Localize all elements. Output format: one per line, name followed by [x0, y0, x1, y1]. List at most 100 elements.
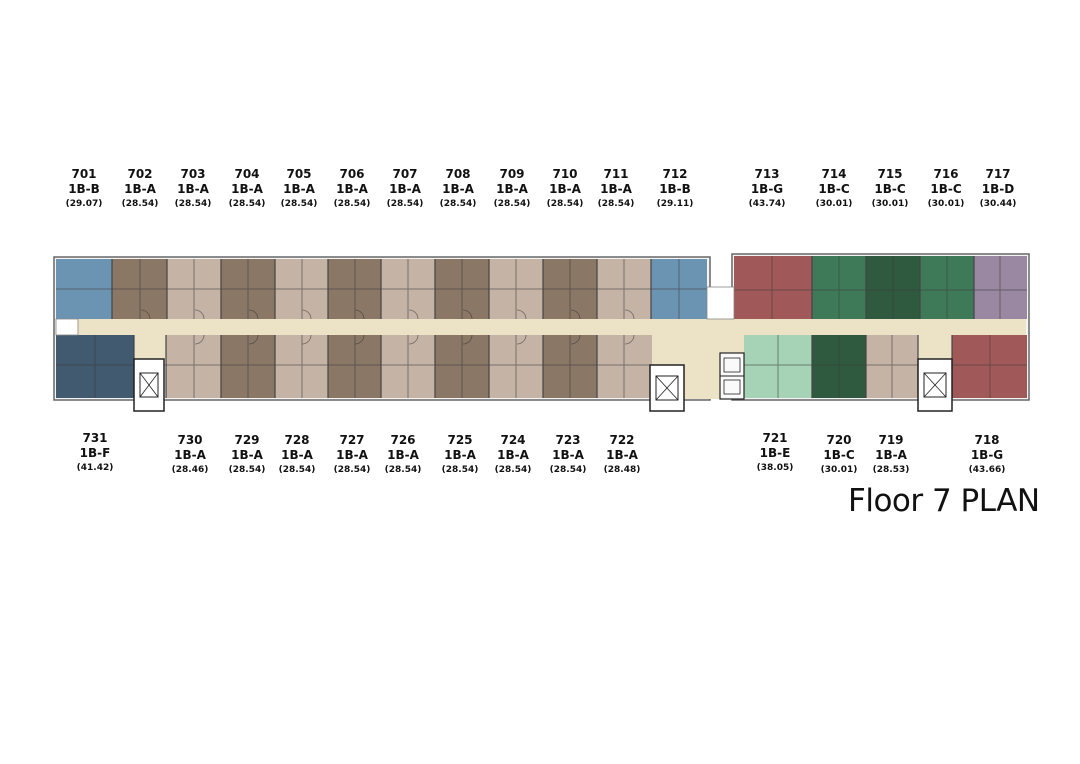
- unit-area: (28.48): [603, 465, 641, 475]
- unit-label-703: 703 1B-A (28.54): [162, 167, 224, 211]
- unit-type: 1B-A: [283, 182, 315, 196]
- unit-number: 720: [826, 433, 852, 447]
- unit-type: 1B-B: [659, 182, 691, 196]
- unit-area: (28.54): [174, 199, 212, 209]
- unit-number: 716: [933, 167, 959, 181]
- elevator-core: [719, 352, 745, 400]
- unit-label-710: 710 1B-A (28.54): [534, 167, 596, 211]
- unit-label-725: 725 1B-A (28.54): [429, 433, 491, 477]
- unit-label-721: 721 1B-E (38.05): [744, 431, 806, 475]
- unit-type: 1B-G: [970, 448, 1004, 462]
- unit-type: 1B-C: [818, 182, 850, 196]
- unit-area: (28.54): [333, 199, 371, 209]
- unit-area: (28.54): [549, 465, 587, 475]
- unit-area: (28.54): [441, 465, 479, 475]
- unit-number: 711: [603, 167, 629, 181]
- unit-type: 1B-A: [389, 182, 421, 196]
- unit-area: (29.07): [65, 199, 103, 209]
- unit-label-724: 724 1B-A (28.54): [482, 433, 544, 477]
- unit-type: 1B-A: [231, 182, 263, 196]
- unit-number: 706: [339, 167, 365, 181]
- plan-title: Floor 7 PLAN: [848, 483, 1040, 519]
- stair-west: [133, 358, 165, 412]
- unit-type: 1B-A: [875, 448, 907, 462]
- unit-label-720: 720 1B-C (30.01): [808, 433, 870, 477]
- unit-area: (38.05): [756, 463, 794, 473]
- unit-area: (28.54): [546, 199, 584, 209]
- unit-label-723: 723 1B-A (28.54): [537, 433, 599, 477]
- unit-number: 726: [390, 433, 416, 447]
- unit-area: (30.01): [871, 199, 909, 209]
- unit-area: (28.54): [121, 199, 159, 209]
- stair-center: [649, 364, 685, 412]
- unit-label-729: 729 1B-A (28.54): [216, 433, 278, 477]
- unit-type: 1B-A: [496, 182, 528, 196]
- corridor-main: [78, 319, 1026, 335]
- unit-type: 1B-F: [79, 446, 111, 460]
- west-end-vent: [55, 318, 79, 336]
- unit-type: 1B-A: [600, 182, 632, 196]
- unit-area: (28.54): [386, 199, 424, 209]
- unit-type: 1B-A: [231, 448, 263, 462]
- unit-area: (28.54): [384, 465, 422, 475]
- corridor-lobby-east: [918, 319, 952, 359]
- unit-label-719: 719 1B-A (28.53): [860, 433, 922, 477]
- unit-number: 714: [821, 167, 847, 181]
- unit-area: (43.74): [748, 199, 786, 209]
- unit-number: 728: [284, 433, 310, 447]
- unit-area: (41.42): [76, 463, 114, 473]
- unit-label-713: 713 1B-G (43.74): [736, 167, 798, 211]
- unit-type: 1B-E: [759, 446, 791, 460]
- unit-number: 717: [985, 167, 1011, 181]
- unit-number: 722: [609, 433, 635, 447]
- unit-type: 1B-A: [387, 448, 419, 462]
- stair-east: [917, 358, 953, 412]
- unit-713-fill: [734, 256, 812, 319]
- unit-type: 1B-C: [823, 448, 855, 462]
- unit-number: 707: [392, 167, 418, 181]
- unit-area: (28.54): [439, 199, 477, 209]
- unit-number: 724: [500, 433, 526, 447]
- top-units-row: [56, 256, 1027, 319]
- unit-label-709: 709 1B-A (28.54): [481, 167, 543, 211]
- unit-number: 715: [877, 167, 903, 181]
- unit-type: 1B-C: [874, 182, 906, 196]
- unit-type: 1B-D: [981, 182, 1015, 196]
- unit-label-731: 731 1B-F (41.42): [64, 431, 126, 475]
- unit-label-711: 711 1B-A (28.54): [585, 167, 647, 211]
- unit-type: 1B-A: [174, 448, 206, 462]
- unit-type: 1B-B: [68, 182, 100, 196]
- unit-type: 1B-A: [549, 182, 581, 196]
- unit-label-704: 704 1B-A (28.54): [216, 167, 278, 211]
- wing-link: [706, 286, 735, 320]
- unit-area: (28.54): [278, 465, 316, 475]
- unit-number: 731: [82, 431, 108, 445]
- unit-number: 719: [878, 433, 904, 447]
- unit-number: 730: [177, 433, 203, 447]
- unit-number: 703: [180, 167, 206, 181]
- unit-area: (28.54): [494, 465, 532, 475]
- unit-area: (28.54): [228, 199, 266, 209]
- unit-type: 1B-A: [442, 182, 474, 196]
- unit-number: 727: [339, 433, 365, 447]
- unit-number: 701: [71, 167, 97, 181]
- unit-area: (43.66): [968, 465, 1006, 475]
- interior-walls: [56, 256, 1027, 398]
- unit-label-728: 728 1B-A (28.54): [266, 433, 328, 477]
- unit-number: 709: [499, 167, 525, 181]
- bottom-units-row: [56, 335, 1027, 398]
- unit-number: 710: [552, 167, 578, 181]
- unit-label-730: 730 1B-A (28.46): [159, 433, 221, 477]
- unit-label-716: 716 1B-C (30.01): [915, 167, 977, 211]
- unit-label-715: 715 1B-C (30.01): [859, 167, 921, 211]
- unit-area: (28.53): [872, 465, 910, 475]
- unit-area: (28.54): [333, 465, 371, 475]
- unit-label-712: 712 1B-B (29.11): [644, 167, 706, 211]
- unit-label-705: 705 1B-A (28.54): [268, 167, 330, 211]
- unit-area: (29.11): [656, 199, 694, 209]
- unit-label-702: 702 1B-A (28.54): [109, 167, 171, 211]
- unit-type: 1B-C: [930, 182, 962, 196]
- unit-area: (30.44): [979, 199, 1017, 209]
- unit-type: 1B-A: [336, 182, 368, 196]
- unit-label-726: 726 1B-A (28.54): [372, 433, 434, 477]
